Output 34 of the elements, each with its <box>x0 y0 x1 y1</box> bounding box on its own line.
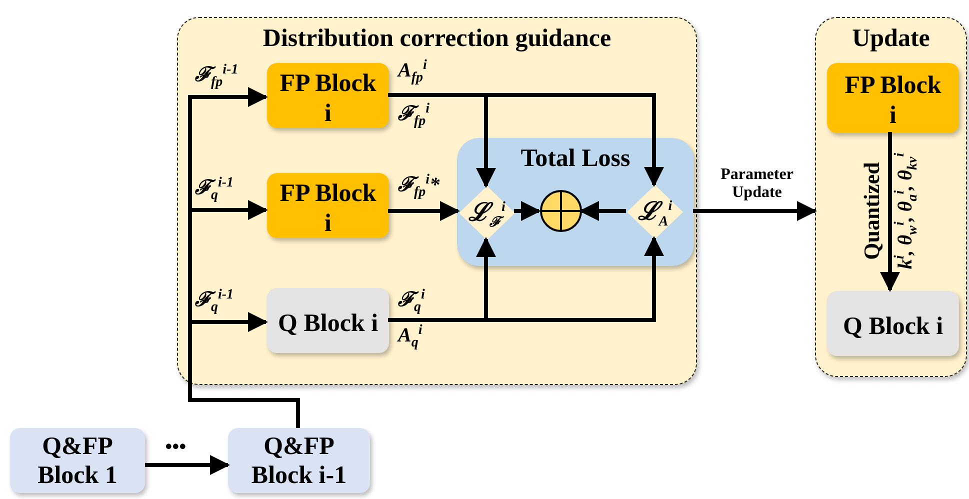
panel-title: Update <box>851 24 931 54</box>
fp-block <box>267 173 389 238</box>
arrow <box>388 201 460 221</box>
edge-label: ••• <box>165 436 186 459</box>
arrow <box>514 201 541 221</box>
sum-circle <box>540 190 582 232</box>
arrow <box>388 236 664 322</box>
fp-block <box>827 63 959 133</box>
panel-title: Total Loss <box>520 144 632 174</box>
q-block <box>267 288 389 353</box>
arrow <box>579 201 626 221</box>
q-block <box>827 291 959 356</box>
panel-title: Distribution correction guidance <box>262 24 612 54</box>
edge-label: Quantized <box>859 162 885 260</box>
loss-diamond <box>627 185 683 239</box>
qfp-block <box>10 428 145 493</box>
qfp-block <box>228 428 370 493</box>
fp-block <box>267 63 389 128</box>
arrow <box>145 455 230 475</box>
arrow <box>880 132 900 292</box>
block-label: FP Block i <box>278 68 378 128</box>
loss-diamond <box>459 186 515 240</box>
block-label: Q Block i <box>278 308 378 338</box>
block-label: Q&FP Block i-1 <box>250 432 348 490</box>
loss-box <box>457 138 694 266</box>
guidance-panel <box>177 17 697 385</box>
arrow <box>693 201 817 221</box>
block-label: FP Block i <box>844 71 942 131</box>
block-label: FP Block i <box>278 178 378 238</box>
edge-label: Parameter Update <box>720 166 794 202</box>
update-panel <box>815 17 967 377</box>
block-label: Q&FP Block 1 <box>36 432 118 490</box>
block-label: Q Block i <box>843 312 943 342</box>
edge-label: ℱ$_{fp}$$^{i}$* <box>398 171 440 201</box>
